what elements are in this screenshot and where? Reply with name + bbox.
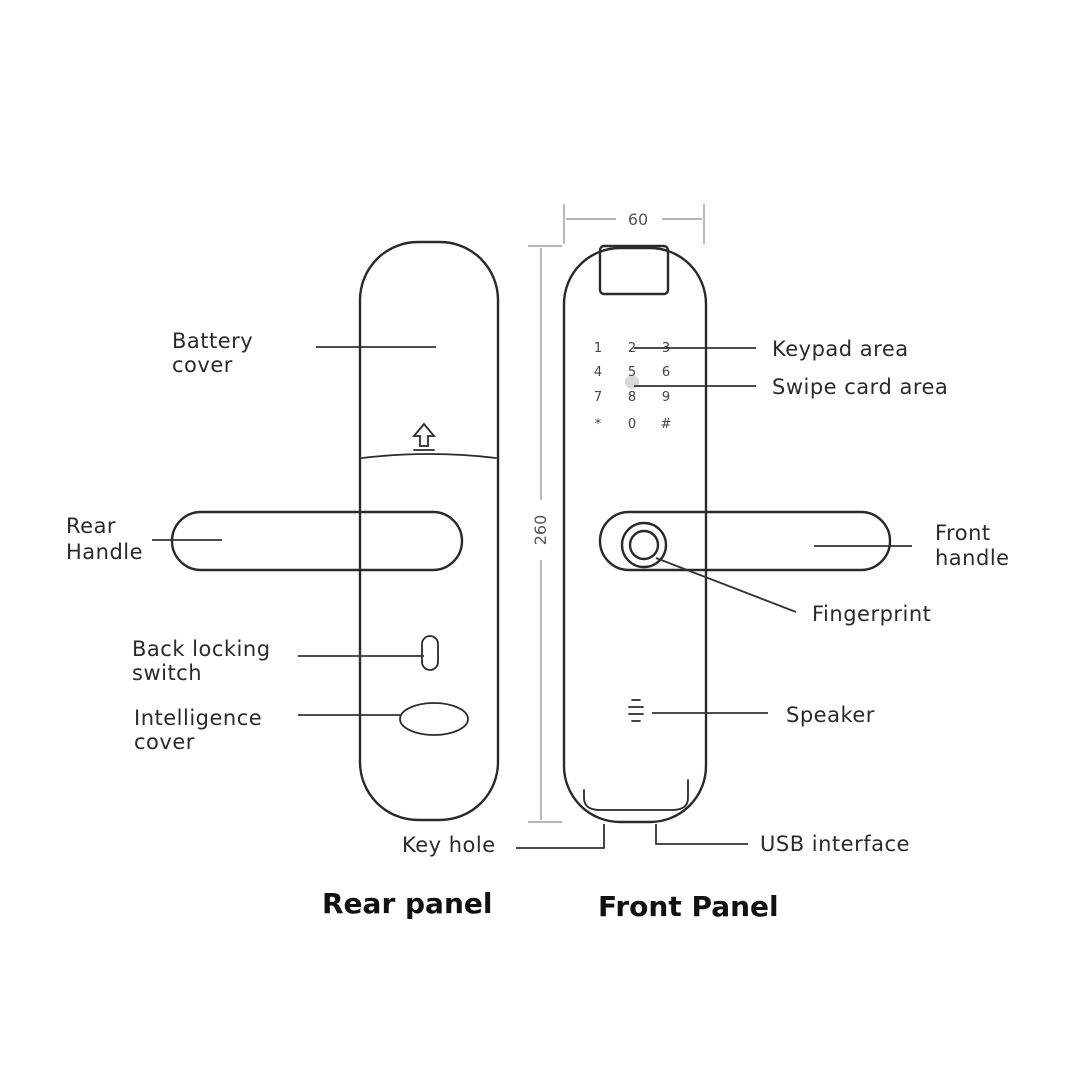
- label-usb-interface: USB interface: [760, 832, 910, 856]
- labels: Battery cover Rear Handle Back locking s…: [66, 329, 1010, 923]
- keypad-key-4: 4: [594, 365, 602, 380]
- leader-lines: [152, 346, 912, 849]
- leader-key-hole: [516, 824, 605, 849]
- keypad-key-hash: #: [661, 417, 672, 432]
- keypad-key-0: 0: [628, 417, 636, 432]
- keypad-key-1: 1: [594, 341, 602, 356]
- front-handle: [598, 510, 892, 572]
- keypad-key-6: 6: [662, 365, 670, 380]
- keypad-key-star: *: [595, 417, 602, 432]
- label-front-handle: Front handle: [935, 521, 1010, 570]
- keypad-key-5: 5: [628, 365, 636, 380]
- label-rear-handle: Rear Handle: [66, 514, 143, 564]
- intelligence-cover: [399, 702, 469, 736]
- keypad-key-2: 2: [628, 341, 636, 356]
- dimension-width: 60: [563, 204, 705, 244]
- label-intelligence-cover: Intelligence cover: [134, 706, 269, 754]
- title-front-panel: Front Panel: [598, 890, 779, 923]
- dimension-height: 260: [528, 245, 562, 823]
- up-arrow-icon: [412, 422, 436, 451]
- dimension-width-label: 60: [628, 210, 648, 229]
- keypad-key-9: 9: [662, 390, 670, 405]
- label-speaker: Speaker: [786, 703, 875, 727]
- label-back-locking-switch: Back locking switch: [132, 637, 278, 685]
- label-key-hole: Key hole: [402, 833, 496, 857]
- title-rear-panel: Rear panel: [322, 887, 492, 920]
- rear-handle: [170, 510, 464, 572]
- dimension-height-label: 260: [531, 515, 550, 546]
- front-panel-bottom-inner: [583, 779, 689, 811]
- keypad-key-7: 7: [594, 390, 602, 405]
- label-battery-cover: Battery cover: [172, 329, 260, 377]
- label-fingerprint: Fingerprint: [812, 602, 931, 626]
- top-sensor-window: [598, 244, 670, 296]
- leader-fingerprint: [655, 557, 797, 613]
- rear-panel-body: [358, 240, 500, 822]
- speaker-icon: [628, 699, 644, 722]
- leader-usb-interface: [655, 824, 748, 845]
- battery-cover-seam: [361, 453, 497, 459]
- label-swipe-card-area: Swipe card area: [772, 375, 948, 399]
- back-locking-switch: [421, 635, 439, 671]
- rear-panel: [170, 240, 500, 822]
- front-panel-body: [562, 246, 708, 824]
- label-keypad-area: Keypad area: [772, 337, 909, 361]
- keypad-key-8: 8: [628, 390, 636, 405]
- fingerprint-sensor: [620, 521, 668, 569]
